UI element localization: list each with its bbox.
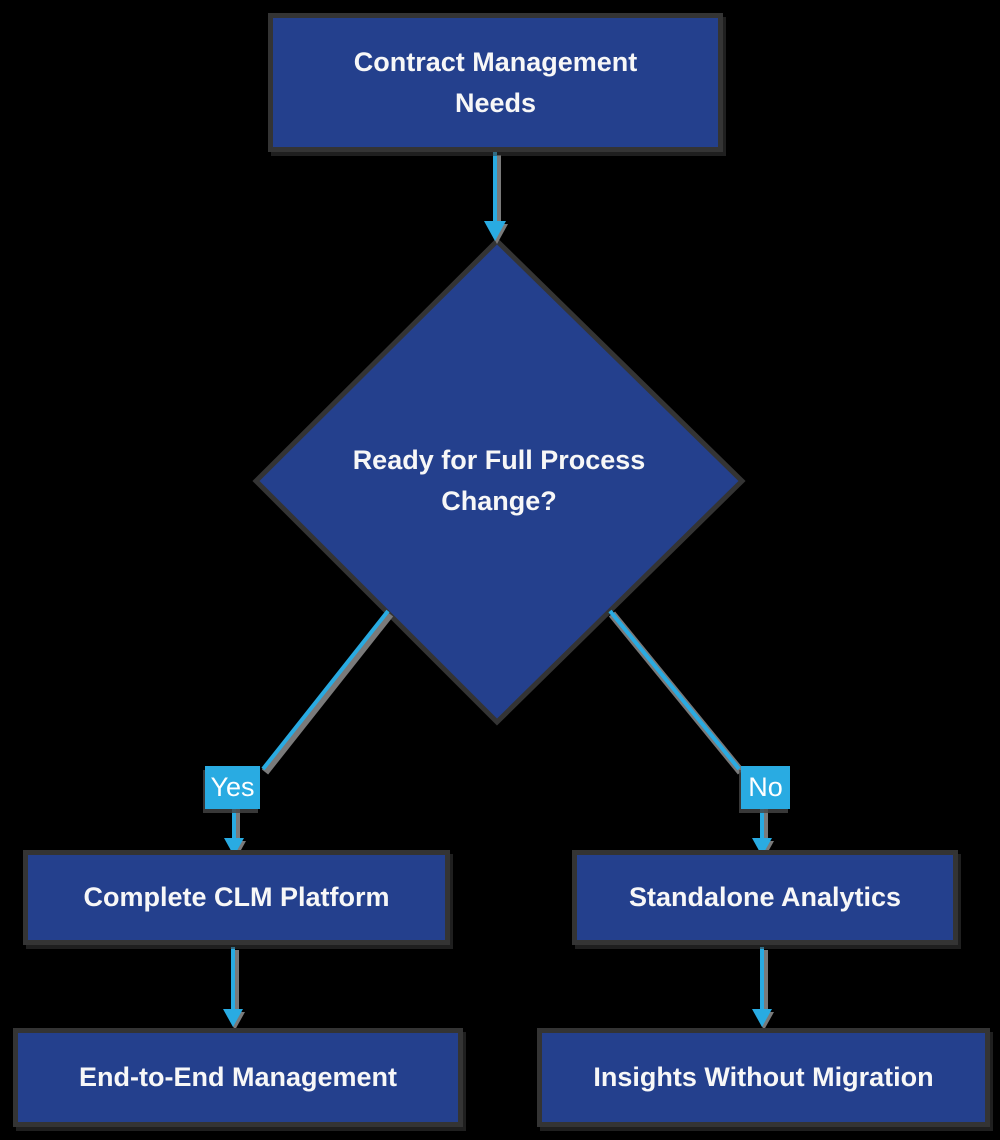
- edge-label-yes: Yes: [205, 766, 260, 809]
- arrowhead-down-icon: [223, 1009, 243, 1027]
- node-end-to-end-management: End-to-End Management: [13, 1028, 463, 1127]
- node-decision-label: Ready for Full Process Change?: [352, 445, 646, 516]
- arrowhead-down-icon: [484, 221, 506, 241]
- edge-start-to-decision: [484, 152, 508, 244]
- node-complete-clm-platform: Complete CLM Platform: [23, 850, 450, 945]
- node-contract-management-needs: Contract Management Needs: [268, 13, 723, 152]
- edge-complete-clm-to-end-to-end: [223, 947, 245, 1030]
- edge-standalone-analytics-to-insights: [752, 947, 774, 1030]
- node-standalone-analytics: Standalone Analytics: [572, 850, 958, 945]
- arrowhead-down-icon: [224, 838, 244, 856]
- edge-yes-to-complete-clm: [224, 805, 246, 859]
- edge-no-to-standalone-analytics: [752, 805, 774, 859]
- edge-decision-to-yes: [261, 609, 394, 775]
- node-insights-without-migration: Insights Without Migration: [537, 1028, 990, 1127]
- arrowhead-down-icon: [752, 1009, 772, 1027]
- edge-decision-to-no: [608, 609, 745, 775]
- decision-diamond-shape: [252, 237, 746, 726]
- edge-label-no: No: [741, 766, 790, 809]
- arrowhead-down-icon: [752, 838, 772, 856]
